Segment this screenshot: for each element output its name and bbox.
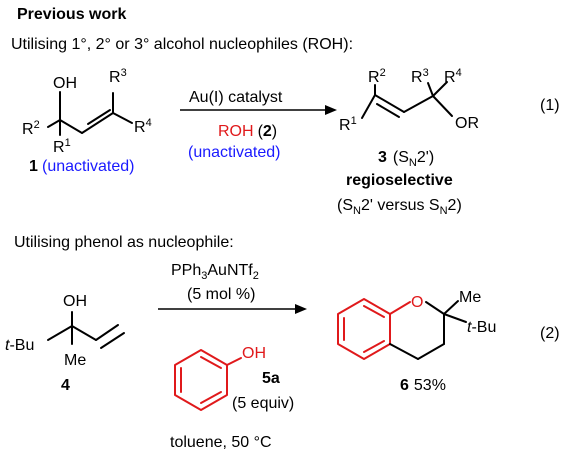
product-3-r4: R4 (444, 67, 462, 86)
catalyst-label: Au(I) catalyst (189, 89, 283, 106)
subtitle-alcohol-nucleophiles: Utilising 1°, 2° or 3° alcohol nucleophi… (11, 36, 353, 53)
solvent-temperature: toluene, 50 °C (170, 434, 272, 451)
nucleophile-unactivated-note: (unactivated) (188, 144, 281, 161)
product-6-oxygen: O (411, 294, 423, 311)
catalyst-pph3auntf2: PPh3AuNTf2 (171, 262, 259, 282)
reaction-arrow-1-head (325, 105, 337, 115)
reactant-4-oh: OH (63, 293, 87, 310)
reactant-1-structure (47, 91, 133, 136)
phenol-5a-equiv: (5 equiv) (232, 395, 294, 412)
product-3-r3: R3 (411, 67, 429, 86)
reactant-4-me: Me (64, 352, 86, 369)
reactant-1-r4: R4 (134, 117, 152, 136)
heading-previous-work: Previous work (17, 6, 126, 23)
product-6-me: Me (459, 289, 481, 306)
product-6-tbu: t-Bu (467, 319, 496, 336)
equation-1-label: (1) (540, 97, 560, 114)
product-6-structure (337, 298, 467, 360)
reactant-1-r3: R3 (109, 67, 127, 86)
reactant-4-tbu: t-Bu (5, 337, 34, 354)
regioselective-label: regioselective (346, 172, 453, 189)
reactant-1-r2: R2 (22, 119, 40, 138)
product-3-structure (361, 81, 453, 119)
equation-2-label: (2) (540, 325, 560, 342)
phenol-5a-number: 5a (262, 370, 280, 387)
product-3-r1: R1 (339, 115, 357, 134)
reactant-1-oh: OH (53, 75, 77, 92)
reaction-arrow-2-head (295, 304, 307, 314)
product-3-r2: R2 (368, 67, 386, 86)
product-3-label: 3(SN2') (378, 149, 434, 169)
catalyst-loading: (5 mol %) (187, 286, 255, 303)
reactant-4-number: 4 (61, 377, 70, 394)
reactant-4-structure (47, 311, 125, 349)
product-3-or: OR (455, 115, 479, 132)
reactant-1-r1: R1 (53, 137, 71, 156)
sn2-comparison-label: (SN2' versus SN2) (337, 197, 462, 217)
phenol-5a-oh: OH (242, 345, 266, 362)
phenol-5a-structure (174, 349, 242, 411)
subtitle-phenol-nucleophile: Utilising phenol as nucleophile: (14, 234, 234, 251)
nucleophile-roh: ROH(2) (218, 123, 277, 140)
reactant-1-number: 1 (29, 158, 38, 175)
reactant-1-unactivated-note: (unactivated) (42, 158, 135, 175)
